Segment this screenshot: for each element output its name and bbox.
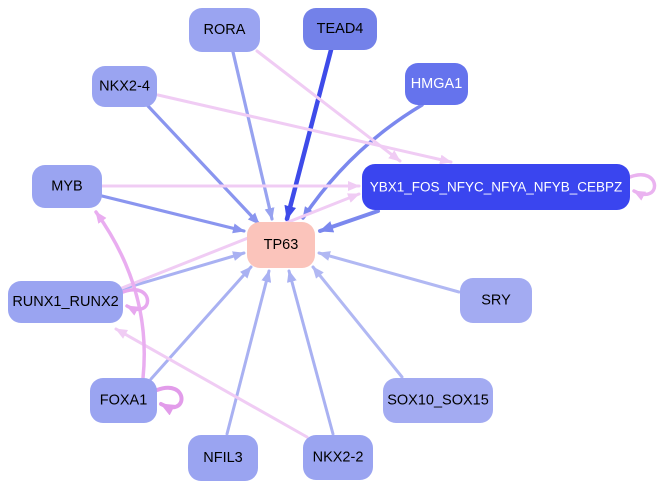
node-nkx2-2-shape[interactable] [303, 435, 373, 480]
node-nkx2-4-shape[interactable] [92, 66, 157, 107]
edge-runx1-ybx1 [120, 192, 361, 290]
node-sry[interactable]: SRY [460, 278, 532, 323]
node-hmga1-shape[interactable] [405, 63, 468, 105]
node-ybx1-shape[interactable] [362, 164, 630, 210]
node-tp63-shape[interactable] [247, 222, 315, 268]
edge-rora-ybx1 [255, 49, 402, 163]
node-nfil3[interactable]: NFIL3 [188, 435, 258, 481]
edge-foxa1-myb [94, 210, 146, 380]
edge-myb-tp63 [100, 194, 246, 234]
node-hmga1[interactable]: HMGA1 [405, 63, 468, 105]
edge-hmga1-tp63 [301, 103, 424, 220]
edge-ybx1-tp63 [318, 209, 380, 233]
edge-runx1-self [121, 288, 150, 316]
edge-foxa1-tp63 [149, 265, 253, 381]
node-runx1-shape[interactable] [8, 281, 123, 323]
edge-nkx2-2-tp63 [287, 269, 335, 436]
node-sox10-shape[interactable] [383, 378, 493, 423]
node-rora[interactable]: RORA [189, 8, 260, 52]
node-myb-shape[interactable] [32, 165, 102, 208]
node-nfil3-shape[interactable] [188, 435, 258, 481]
node-sox10[interactable]: SOX10_SOX15 [383, 378, 493, 423]
edge-foxa1-self [155, 385, 184, 416]
edge-nkx2-4-tp63 [146, 104, 261, 226]
edge-runx1-tp63 [120, 251, 246, 291]
node-tead4-shape[interactable] [303, 8, 377, 50]
node-nkx2-2[interactable]: NKX2-2 [303, 435, 373, 480]
edge-tead4-tp63 [284, 47, 334, 222]
edge-nkx2-4-ybx1 [156, 93, 453, 165]
edge-sox10-tp63 [311, 265, 404, 379]
edge-nfil3-tp63 [225, 269, 272, 436]
node-myb[interactable]: MYB [32, 165, 102, 208]
node-foxa1-shape[interactable] [90, 378, 157, 423]
node-tead4[interactable]: TEAD4 [303, 8, 377, 50]
edge-nkx2-2-runx1 [114, 327, 309, 439]
node-foxa1[interactable]: FOXA1 [90, 378, 157, 423]
edge-rora-tp63 [231, 50, 275, 221]
node-nkx2-4[interactable]: NKX2-4 [92, 66, 157, 107]
edge-ybx1-self [628, 173, 657, 201]
node-ybx1[interactable]: YBX1_FOS_NFYC_NFYA_NFYB_CEBPZ [362, 164, 630, 210]
node-runx1[interactable]: RUNX1_RUNX2 [8, 281, 123, 323]
node-rora-shape[interactable] [189, 8, 260, 52]
node-tp63[interactable]: TP63 [247, 222, 315, 268]
edge-sry-tp63 [317, 251, 461, 294]
node-sry-shape[interactable] [460, 278, 532, 323]
